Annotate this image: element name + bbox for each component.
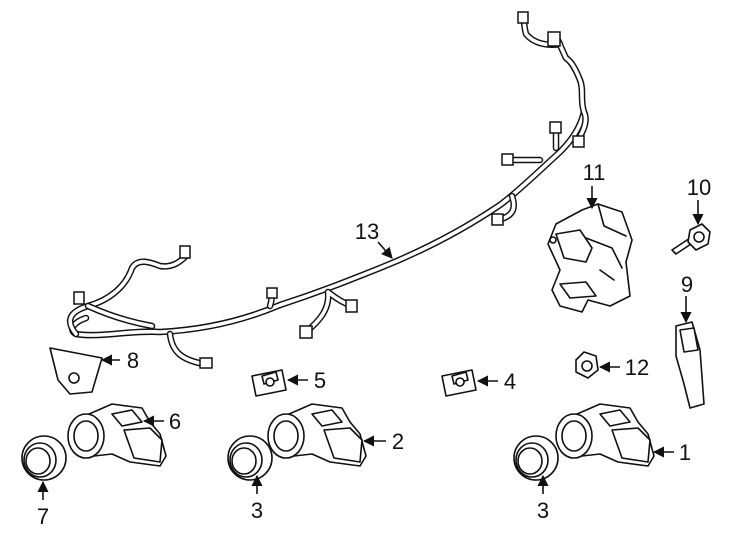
retainer-ring-3-right: [513, 435, 559, 481]
callout-labels: 13 11 10 9 12 8 5 4 6 2 1 7 3 3: [37, 160, 711, 529]
connector-plug: [299, 325, 313, 339]
harness-lower-left-branch: [166, 330, 208, 368]
connector-plug: [266, 287, 278, 299]
harness-left-loop: [66, 252, 190, 338]
harness-right-branches: [494, 12, 589, 224]
callout-13: 13: [355, 219, 379, 244]
callout-9: 9: [681, 272, 693, 297]
callout-6: 6: [169, 409, 181, 434]
clip-5: [251, 369, 287, 397]
callout-3-right: 3: [537, 498, 549, 523]
connector-plug: [517, 11, 529, 24]
trim-strip-9: [675, 321, 705, 409]
wiring-harness: [66, 11, 589, 369]
callout-8: 8: [127, 348, 139, 373]
callout-1: 1: [679, 440, 691, 465]
harness-connectors: [73, 11, 585, 369]
connector-plug: [345, 299, 358, 313]
connector-plug: [549, 121, 562, 134]
callout-5: 5: [314, 368, 326, 393]
connector-plug: [179, 245, 191, 259]
leader-arrows: [37, 186, 704, 500]
connector-plug: [547, 31, 561, 47]
clip-4: [441, 369, 477, 397]
callout-12: 12: [625, 355, 649, 380]
callout-2: 2: [392, 429, 404, 454]
retainer-ring-3-left: [227, 435, 273, 481]
bracket-11: [547, 203, 633, 313]
nut-12: [575, 351, 599, 379]
connector-plug: [572, 135, 585, 148]
harness-main-trunk: [69, 108, 588, 339]
connector-plug: [73, 291, 85, 305]
connector-plug: [199, 357, 213, 369]
bolt-10: [671, 223, 711, 255]
parking-sensor-1: [555, 403, 655, 467]
leader-13: [377, 241, 393, 259]
retainer-ring-7: [21, 435, 67, 481]
connector-plug: [491, 213, 504, 226]
callout-7: 7: [37, 504, 49, 529]
callout-4: 4: [504, 369, 516, 394]
callout-10: 10: [687, 175, 711, 200]
callout-3-left: 3: [251, 498, 263, 523]
callout-11: 11: [583, 160, 606, 185]
bracket-8: [49, 347, 103, 395]
parking-sensor-6: [67, 403, 167, 467]
parking-sensor-2: [267, 403, 367, 467]
connector-plug: [501, 153, 514, 166]
